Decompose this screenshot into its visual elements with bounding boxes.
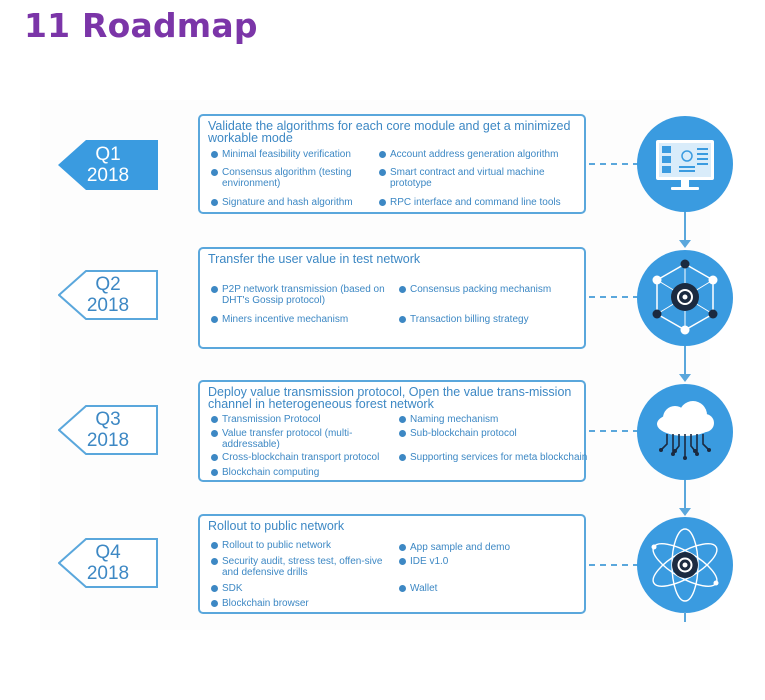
- quarter-label: Q4: [95, 542, 121, 563]
- phase-item: P2P network transmission (based on DHT's…: [210, 284, 407, 306]
- page-title: 11 Roadmap: [24, 6, 258, 45]
- phase-item: Consensus algorithm (testing environment…: [210, 167, 357, 189]
- monitor-icon: [637, 116, 733, 212]
- phase-item: SDK: [210, 583, 402, 594]
- connector-dash: [589, 163, 639, 165]
- arrow-tag-shape: [58, 538, 158, 588]
- timeline-arrow-icon: [679, 508, 691, 516]
- year-label: 2018: [86, 430, 130, 451]
- connector-dash: [589, 296, 639, 298]
- year-label: 2018: [86, 295, 130, 316]
- phase-item: App sample and demo: [398, 542, 590, 553]
- phase-heading: Validate the algorithms for each core mo…: [208, 119, 571, 145]
- timeline-line: [684, 346, 686, 376]
- phase-item: Security audit, stress test, offen-sive …: [210, 556, 392, 578]
- quarter-label: Q3: [95, 409, 121, 430]
- quarter-label: Q2: [95, 274, 121, 295]
- timeline-line: [684, 612, 686, 622]
- arrow-tag-shape: [58, 405, 158, 455]
- arrow-tag-shape: [58, 140, 158, 190]
- phase-item: Smart contract and virtual machine proto…: [378, 167, 580, 189]
- phase-item: Naming mechanism: [398, 414, 590, 425]
- connector-dash: [589, 430, 639, 432]
- phase-heading: Rollout to public network: [208, 519, 345, 533]
- phase-heading: Transfer the user value in test network: [208, 252, 421, 266]
- cloud-circuit-icon: [637, 384, 733, 480]
- phase-item: Value transfer protocol (multi-addressab…: [210, 428, 362, 450]
- phase-item: Consensus packing mechanism: [398, 284, 590, 295]
- year-label: 2018: [86, 563, 130, 584]
- quarter-tag-q4: Q4 2018: [58, 538, 158, 588]
- atom-orbit-icon: [637, 517, 733, 613]
- phase-item: Miners incentive mechanism: [210, 314, 402, 325]
- timeline-line: [684, 212, 686, 242]
- phase-item: Transaction billing strategy: [398, 314, 590, 325]
- phase-heading: Deploy value transmission protocol, Open…: [208, 385, 572, 411]
- quarter-tag-q3: Q3 2018: [58, 405, 158, 455]
- phase-box-q4: Rollout to public network Rollout to pub…: [198, 514, 586, 614]
- phase-item: Wallet: [398, 583, 590, 594]
- phase-item: Transmission Protocol: [210, 414, 407, 425]
- phase-item: Cross-blockchain transport protocol: [210, 452, 412, 463]
- phase-box-q2: Transfer the user value in test network …: [198, 247, 586, 349]
- phase-item: Rollout to public network: [210, 540, 402, 551]
- quarter-label: Q1: [95, 144, 121, 165]
- phase-item: Supporting services for meta blockchain: [398, 452, 590, 463]
- phase-item: Minimal feasibility verification: [210, 149, 382, 160]
- phase-box-q1: Validate the algorithms for each core mo…: [198, 114, 586, 214]
- timeline-arrow-icon: [679, 374, 691, 382]
- quarter-tag-q1: Q1 2018: [58, 140, 158, 190]
- phase-item: Blockchain browser: [210, 598, 402, 609]
- timeline-arrow-icon: [679, 240, 691, 248]
- phase-item: RPC interface and command line tools: [378, 197, 590, 208]
- timeline-line: [684, 480, 686, 510]
- phase-item: IDE v1.0: [398, 556, 590, 567]
- phase-item: Account address generation algorithm: [378, 149, 590, 160]
- phase-item: Blockchain computing: [210, 467, 407, 478]
- quarter-tag-q2: Q2 2018: [58, 270, 158, 320]
- arrow-tag-shape: [58, 270, 158, 320]
- roadmap-graphic: Q1 2018 Validate the algorithms for each…: [40, 100, 733, 630]
- phase-item: Signature and hash algorithm: [210, 197, 382, 208]
- connector-dash: [589, 564, 639, 566]
- phase-item: Sub-blockchain protocol: [398, 428, 590, 439]
- network-hexagon-icon: [637, 250, 733, 346]
- year-label: 2018: [86, 165, 130, 186]
- phase-box-q3: Deploy value transmission protocol, Open…: [198, 380, 587, 482]
